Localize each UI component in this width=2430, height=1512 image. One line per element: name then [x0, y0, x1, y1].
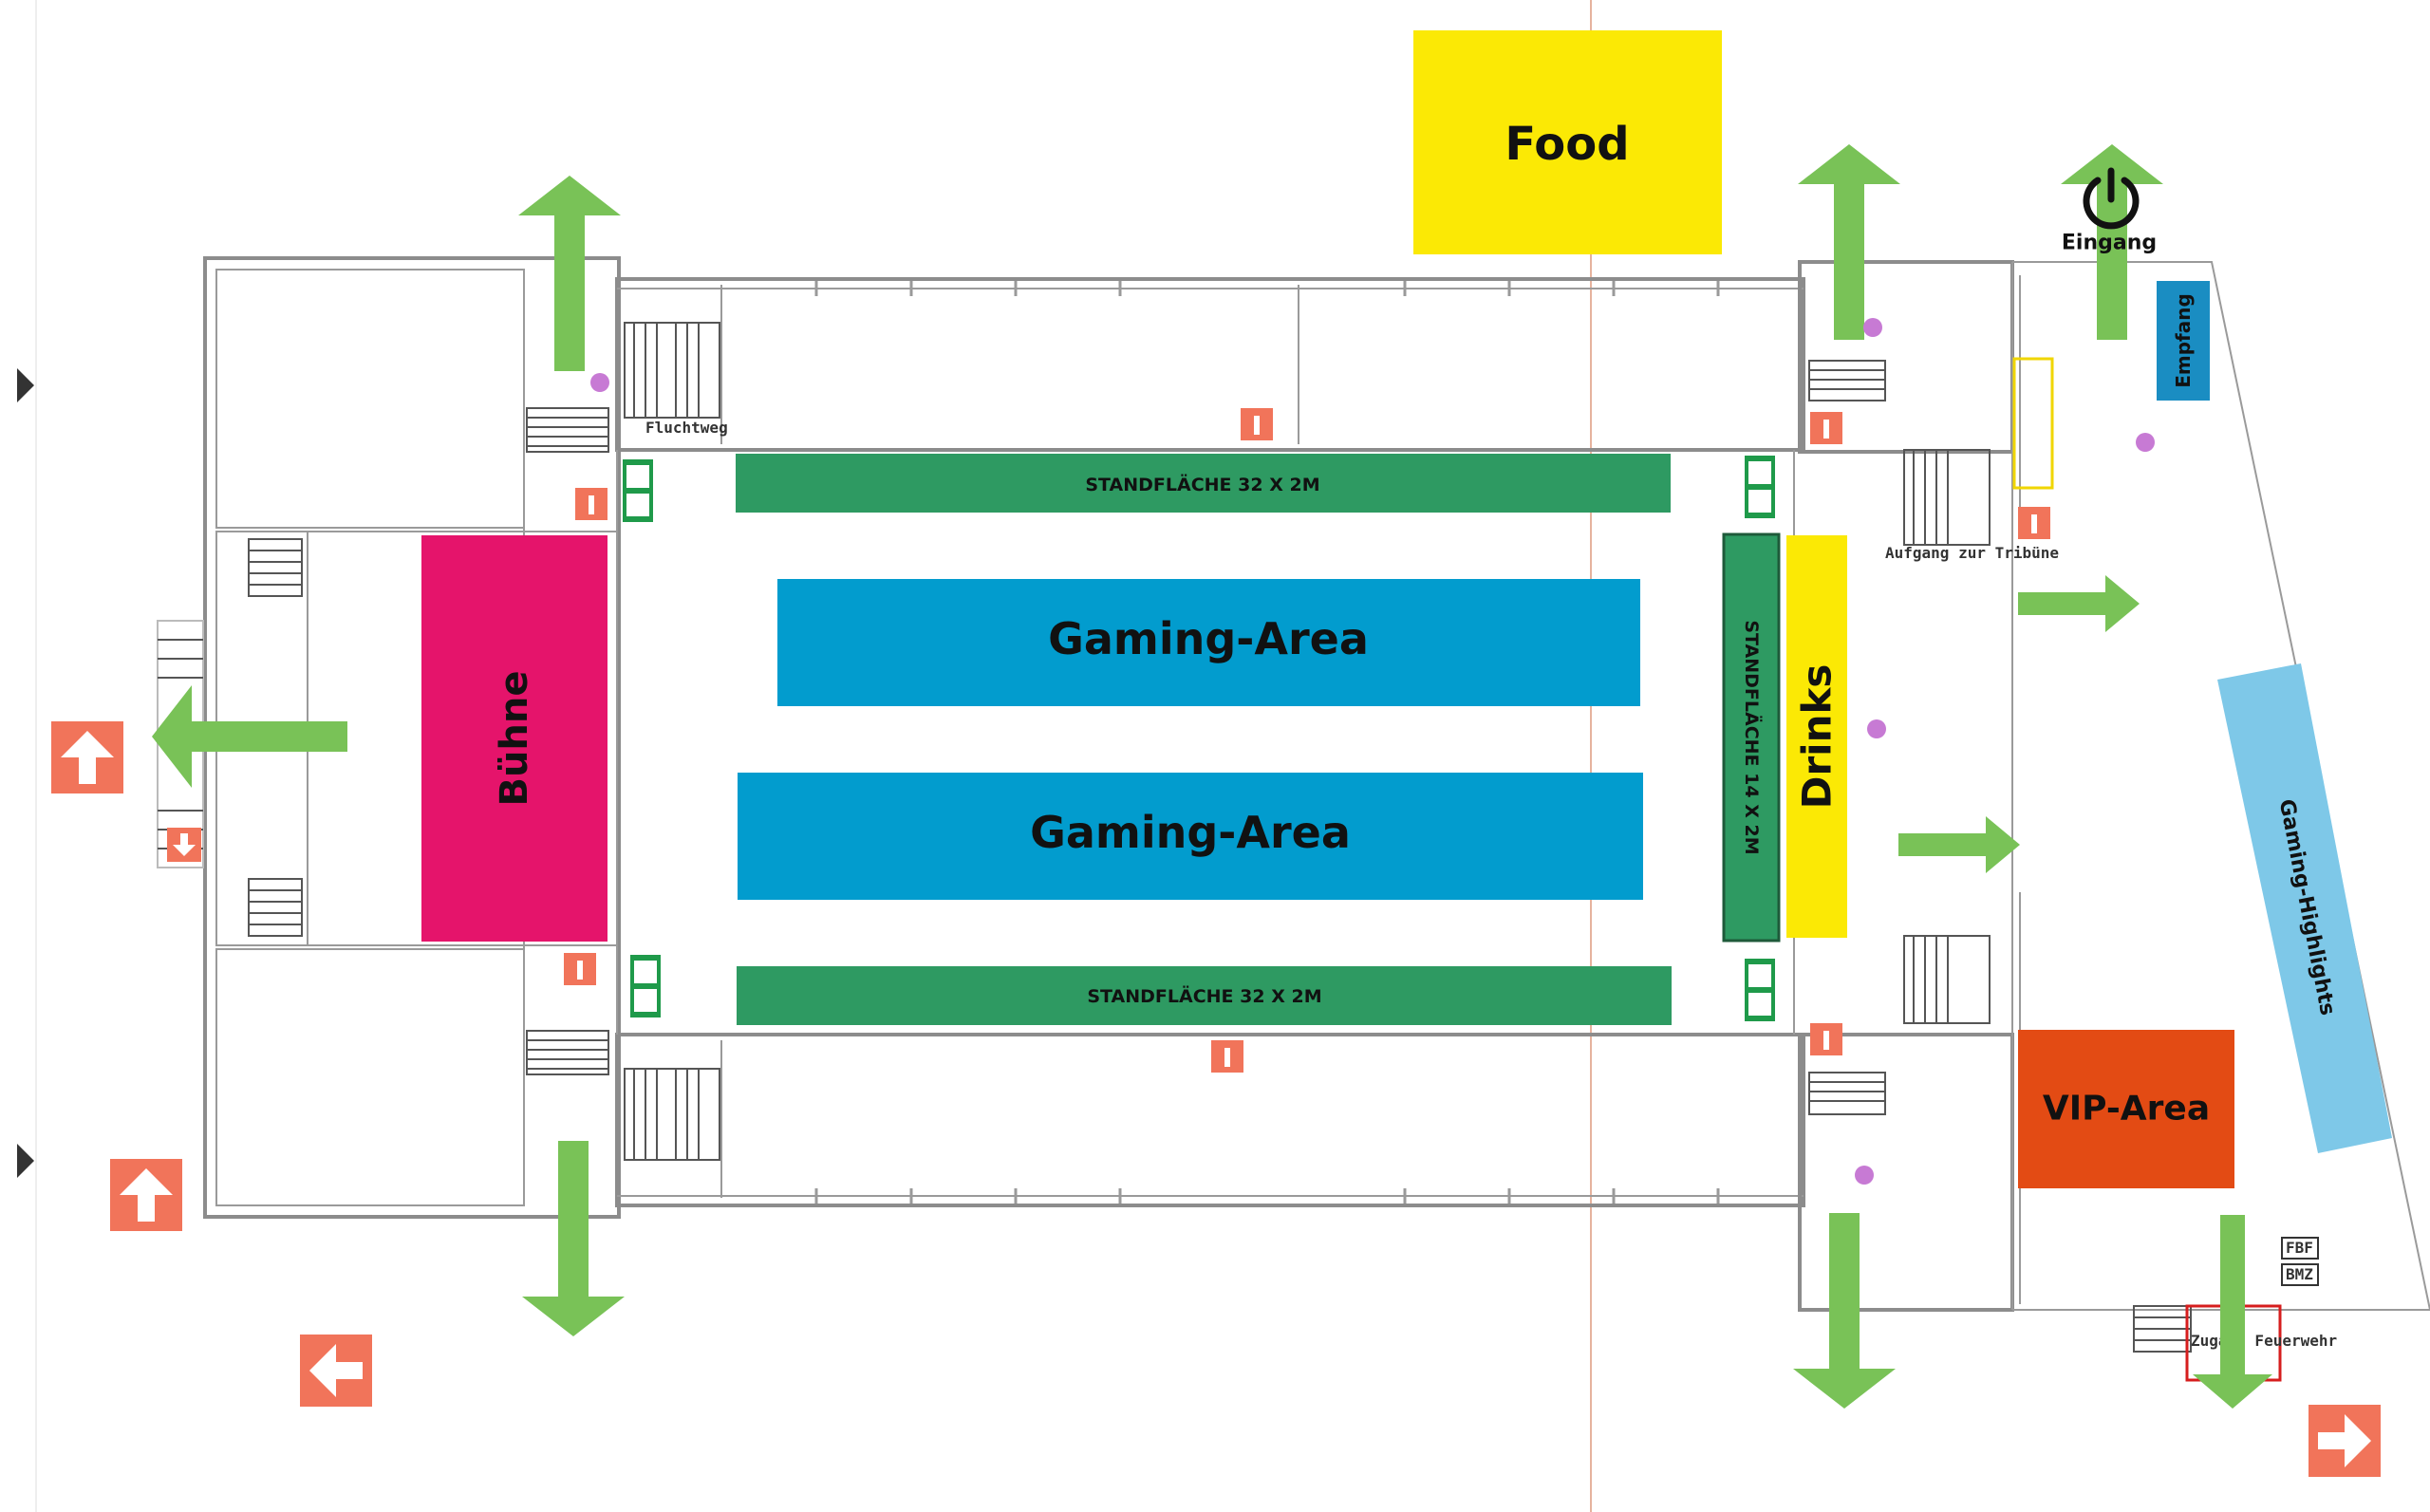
emergency-exit-sign-icon	[1745, 456, 1775, 518]
exit-arrow-up-icon	[110, 1159, 182, 1231]
emergency-exit-signs	[623, 456, 1775, 1021]
entrance-marker[interactable]: Eingang	[2062, 167, 2157, 255]
fire-extinguisher-icon	[1810, 1023, 1842, 1055]
plan-note-fluchtweg: Fluchtweg	[645, 419, 728, 437]
exit-arrow-up-icon	[51, 721, 123, 793]
emergency-exit-sign-icon	[623, 459, 653, 522]
fire-extinguisher-icon	[564, 953, 596, 985]
plan-note-fbf: FBF	[2286, 1239, 2313, 1257]
booth-area-side[interactable]	[1722, 532, 1781, 943]
gaming-area-2[interactable]	[738, 773, 1643, 900]
escape-arrow-down-icon	[2193, 1215, 2272, 1409]
info-markers	[590, 318, 2155, 1185]
escape-route-arrows	[152, 144, 2272, 1409]
fire-extinguisher-icon	[1810, 412, 1842, 444]
reception-zone[interactable]	[2157, 281, 2210, 401]
fire-extinguisher-icon	[1211, 1040, 1243, 1073]
exit-arrow-left-icon	[300, 1335, 372, 1407]
vip-label: VIP-Area	[2043, 1090, 2210, 1129]
bmz-box	[2281, 1263, 2319, 1286]
gaming-area-1[interactable]	[777, 579, 1640, 706]
booth-area-top[interactable]	[736, 454, 1671, 513]
emergency-exit-sign-icon	[630, 955, 661, 1017]
escape-arrow-down-icon	[522, 1141, 625, 1336]
seating-box	[2012, 357, 2054, 490]
marker-icon	[2136, 433, 2155, 452]
vip-area-zone[interactable]	[2018, 1030, 2234, 1188]
gaming-highlights-zone[interactable]	[2217, 663, 2392, 1153]
escape-arrow-down-icon	[1793, 1213, 1896, 1409]
food-label: Food	[1505, 118, 1629, 171]
escape-arrow-right-icon	[1898, 816, 2020, 873]
plan-note-bmz: BMZ	[2286, 1265, 2313, 1283]
entrance-label: Eingang	[2062, 232, 2157, 255]
booth-bottom-label: STANDFLÄCHE 32 X 2M	[1087, 984, 1321, 1007]
stairs	[157, 322, 2192, 1353]
fire-extinguisher-icon	[2018, 507, 2050, 539]
fire-extinguisher-icon	[1241, 408, 1273, 440]
escape-arrow-left-icon	[152, 685, 347, 788]
stage-label: Bühne	[493, 670, 536, 806]
fire-extinguisher-icon	[575, 488, 608, 520]
emergency-exit-sign-icon	[1745, 959, 1775, 1021]
booth-top-label: STANDFLÄCHE 32 X 2M	[1085, 473, 1319, 495]
escape-arrow-up-icon	[2061, 144, 2163, 340]
exit-signs	[51, 721, 2381, 1477]
marker-icon	[1863, 318, 1882, 337]
escape-arrow-right-icon	[2018, 575, 2140, 632]
escape-arrow-up-icon	[1798, 144, 1900, 340]
power-icon	[2083, 167, 2140, 230]
gaming-area-1-label: Gaming-Area	[1048, 613, 1369, 664]
drinks-zone[interactable]	[1786, 535, 1847, 938]
exit-arrow-down-icon	[167, 828, 201, 862]
marker-icon	[590, 373, 609, 392]
food-zone[interactable]	[1413, 30, 1722, 254]
marker-icon	[1855, 1166, 1874, 1185]
drinks-label: Drinks	[1794, 664, 1841, 810]
plan-note-zugang: Zugang Feuerwehr	[2191, 1332, 2337, 1350]
reception-label: Empfang	[2172, 293, 2195, 388]
fire-extinguishers	[564, 408, 2050, 1073]
escape-arrow-up-icon	[518, 176, 621, 371]
stage-zone[interactable]	[421, 535, 608, 942]
fbf-box	[2281, 1237, 2319, 1260]
booth-side-label: STANDFLÄCHE 14 X 2M	[1741, 620, 1764, 854]
gaming-area-2-label: Gaming-Area	[1030, 807, 1351, 858]
booth-area-bottom[interactable]	[737, 966, 1672, 1025]
exit-arrow-right-icon	[2308, 1405, 2381, 1477]
plan-note-aufgang: Aufgang zur Tribüne	[1885, 544, 2059, 562]
marker-icon	[1867, 719, 1886, 738]
